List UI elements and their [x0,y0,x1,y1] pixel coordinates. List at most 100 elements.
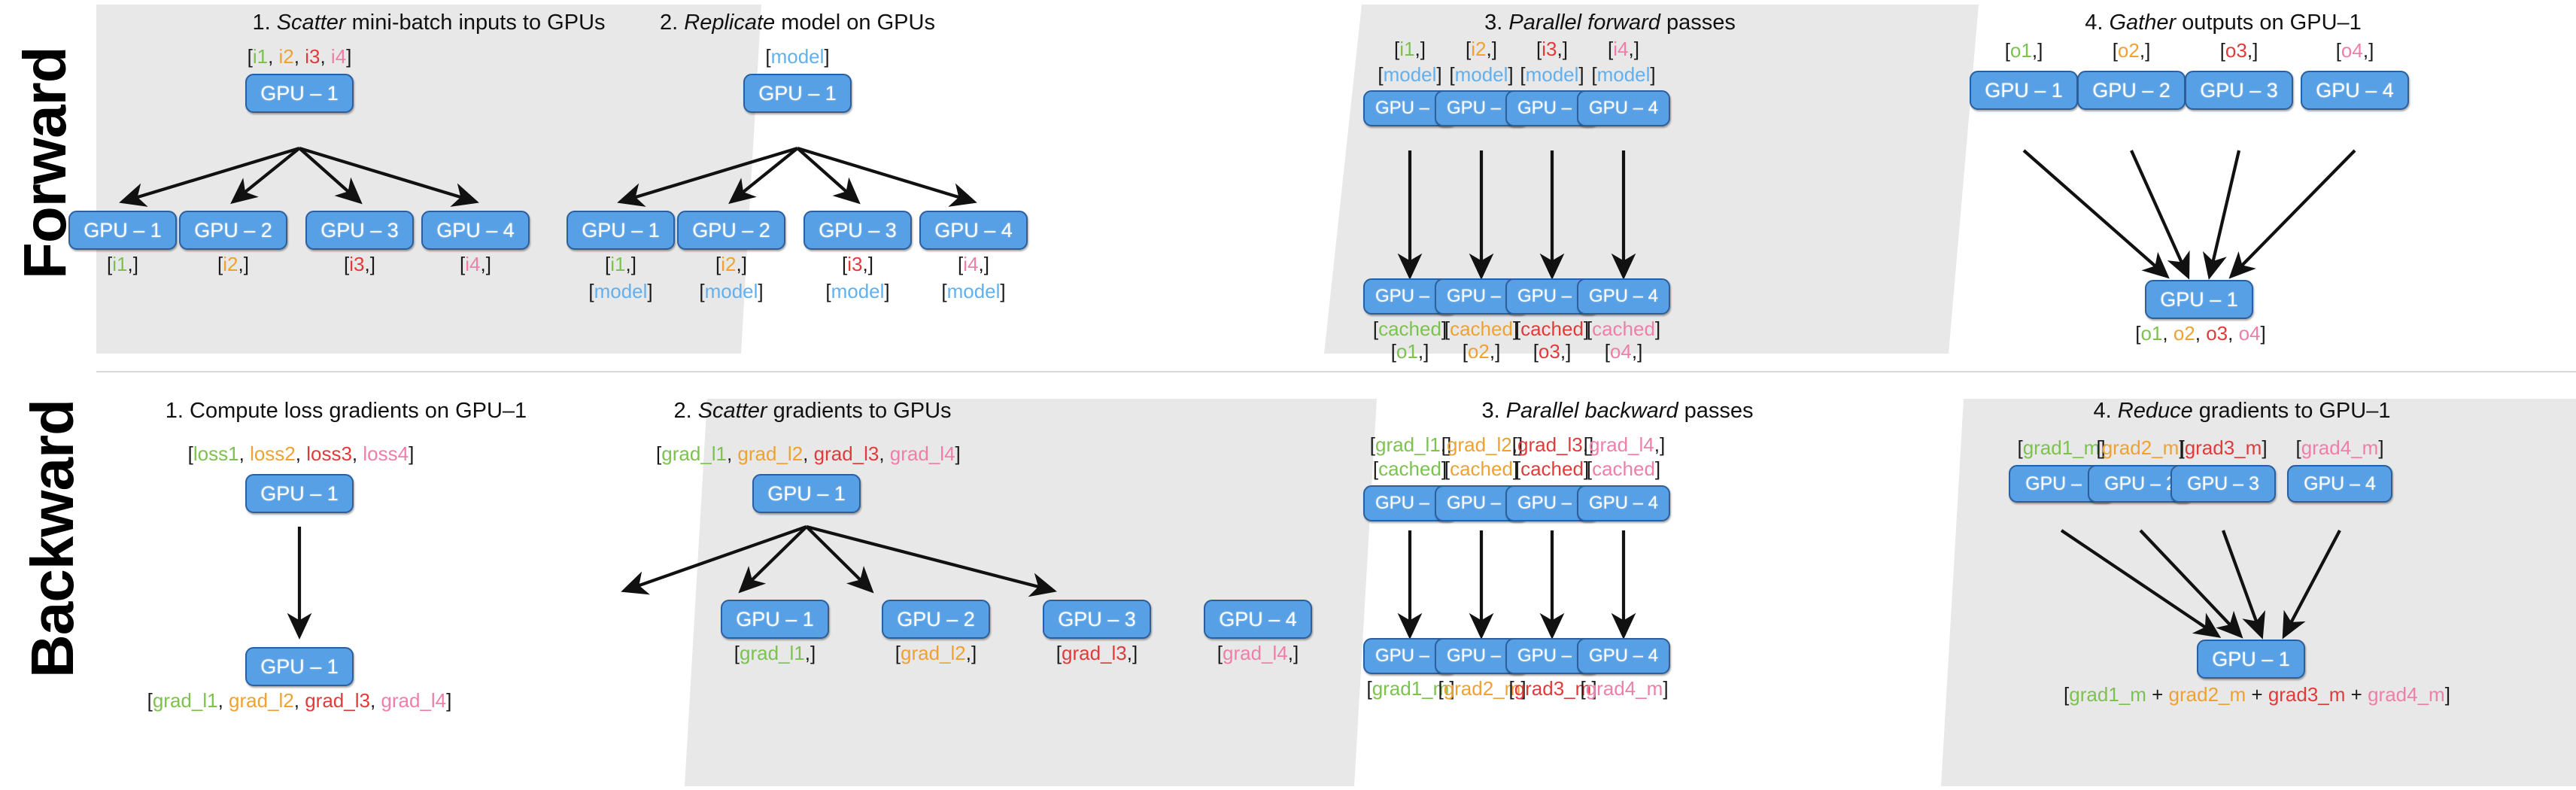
forward-panel-2-leaf-gpu-2[interactable]: GPU – 2 [677,211,785,250]
backward-panel-2-root-gpu[interactable]: GPU – 1 [752,474,861,513]
forward-panel-3-col-4-model-tag: [model] [1591,63,1656,86]
bwd2-edge-2 [738,525,808,594]
forward-panel-2-leaf-gpu-1[interactable]: GPU – 1 [567,211,675,250]
backward-panel-3-col-3-grad-tag: [grad_l3,] [1511,433,1594,456]
forward-panel-4-output-tag-3: [o3,] [2219,39,2259,62]
fwd4-edge-2 [2130,150,2190,280]
forward-panel-2-leaf-model-tag-1: [model] [588,280,653,302]
forward-panel-3-col-3-cached-tag: [cached] [1514,318,1590,340]
backward-panel-2-leaf-gpu-1[interactable]: GPU – 1 [721,600,829,639]
forward-panel-2-leaf-gpu-3[interactable]: GPU – 3 [803,211,912,250]
backward-panel-2-leaf-tag-4: [grad_l4,] [1217,642,1299,664]
forward-panel-2-root-gpu[interactable]: GPU – 1 [743,74,852,113]
backward-panel-3-col-4-grad-tag: [grad_l4,] [1583,433,1666,456]
forward-panel-4-output-tag-1: [o1,] [2004,39,2043,62]
backward-panel-4-title-rest: gradients to GPU–1 [2192,399,2391,423]
bwd4-edge-1 [2060,529,2222,638]
forward-panel-1-number: 1. [252,11,271,35]
forward-panel-4-top-gpu-3[interactable]: GPU – 3 [2185,71,2293,110]
forward-panel-3-col-1-input-tag: [i1,] [1394,38,1426,60]
backward-panel-3-col-1-gradm-tag: [grad1_m] [1366,677,1455,700]
forward-panel-1-leaf-gpu-3[interactable]: GPU – 3 [305,211,414,250]
backward-panel-4-number: 4. [2093,399,2112,423]
backward-panel-1-bottom-gpu[interactable]: GPU – 1 [245,647,354,686]
forward-panel-3-col-4-cached-tag: [cached] [1586,318,1661,340]
backward-panel-4-title-emphasis: Reduce [2117,399,2193,423]
forward-panel-3-title-emphasis: Parallel forward [1508,11,1660,35]
backward-panel-2-title-emphasis: Scatter [697,399,767,423]
forward-panel-3-bottom-gpu-4[interactable]: GPU – 4 [1577,278,1670,314]
forward-panel-1-leaf-tag-1: [i1,] [107,253,138,275]
forward-panel-2-leaf-input-tag-3: [i3,] [842,253,873,275]
backward-panel-4-gradm-tag-2: [grad2_m] [2096,436,2185,459]
row-label-forward: Forward [11,47,78,279]
forward-panel-4-gathered-tag: [o1, o2, o3, o4] [2135,322,2266,345]
forward-panel-3-col-2-cached-tag: [cached] [1444,318,1519,340]
forward-panel-2-model-tag: [model] [765,45,830,68]
forward-panel-1-leaf-gpu-4[interactable]: GPU – 4 [421,211,530,250]
forward-panel-3-col-4-input-tag: [i4,] [1608,38,1639,60]
backward-panel-1-number: 1. [165,399,184,423]
backward-panel-2-leaf-gpu-4[interactable]: GPU – 4 [1204,600,1312,639]
bwd2-edge-4 [806,524,1057,597]
forward-panel-2-number: 2. [660,11,679,35]
forward-panel-4-top-gpu-1[interactable]: GPU – 1 [1970,71,2078,110]
forward-panel-1-title: 1. Scatter mini-batch inputs to GPUs [105,11,752,35]
backward-panel-3-col-3-gradm-tag: [grad3_m] [1508,677,1597,700]
backward-panel-4-root-gpu[interactable]: GPU – 1 [2197,640,2305,679]
forward-panel-2-title-emphasis: Replicate [684,11,776,35]
backward-panel-4-gradm-tag-4: [grad4_m] [2295,436,2384,459]
forward-panel-3-col-2-input-tag: [i2,] [1466,38,1497,60]
backward-panel-3-col-3-cached-tag: [cached] [1514,457,1590,480]
bwd2-edge-3 [805,525,874,594]
forward-panel-1-leaf-tag-2: [i2,] [217,253,249,275]
forward-panel-1-input-tag: [i1, i2, i3, i4] [247,45,352,68]
forward-panel-4-top-gpu-4[interactable]: GPU – 4 [2301,71,2409,110]
forward-panel-3-col-2-model-tag: [model] [1449,63,1514,86]
forward-panel-4-top-gpu-2[interactable]: GPU – 2 [2077,71,2186,110]
fwd2-edge-1 [617,146,798,207]
forward-panel-2-leaf-gpu-4[interactable]: GPU – 4 [919,211,1028,250]
backward-panel-3-top-gpu-4[interactable]: GPU – 4 [1577,485,1670,521]
backward-panel-2-leaf-tag-1: [grad_l1,] [734,642,816,664]
backward-panel-4-top-gpu-4[interactable]: GPU – 4 [2287,465,2392,503]
bwd4-edge-4 [2282,530,2341,640]
backward-panel-4-gradm-tag-3: [grad3_m] [2179,436,2268,459]
forward-panel-4-root-gpu[interactable]: GPU – 1 [2145,280,2253,319]
forward-panel-2-leaf-input-tag-1: [i1,] [605,253,636,275]
backward-panel-1-grad-tag: [grad_l1, grad_l2, grad_l3, grad_l4] [147,689,452,712]
forward-panel-3-col-3-input-tag: [i3,] [1536,38,1568,60]
forward-panel-1-leaf-gpu-2[interactable]: GPU – 2 [179,211,287,250]
bwd2-edge-1 [621,525,807,595]
backward-panel-1-root-gpu[interactable]: GPU – 1 [245,474,354,513]
forward-panel-3-col-2-output-tag: [o2,] [1462,340,1501,363]
backward-panel-3-col-2-cached-tag: [cached] [1444,457,1519,480]
backward-panel-3-col-2-gradm-tag: [grad2_m] [1438,677,1526,700]
backward-panel-2-number: 2. [673,399,692,423]
forward-panel-2-leaf-input-tag-2: [i2,] [715,253,747,275]
forward-panel-3-top-gpu-4[interactable]: GPU – 4 [1577,90,1670,126]
fwd1-edge-1 [119,146,300,207]
forward-panel-2-title-rest: model on GPUs [775,11,935,35]
backward-panel-1-title: 1. Compute loss gradients on GPU–1 [83,399,609,424]
forward-panel-3-title-rest: passes [1660,11,1736,35]
fwd4-edge-1 [2022,149,2170,279]
fwd2-edge-2 [728,147,799,205]
forward-panel-1-title-rest: mini-batch inputs to GPUs [345,11,606,35]
forward-panel-1-leaf-gpu-1[interactable]: GPU – 1 [68,211,177,250]
backward-panel-4-reduced-tag: [grad1_m + grad2_m + grad3_m + grad4_m] [2064,683,2450,706]
backward-panel-4-top-gpu-3[interactable]: GPU – 3 [2170,465,2276,503]
backward-panel-3-bottom-gpu-4[interactable]: GPU – 4 [1577,638,1670,674]
forward-panel-2-title: 2. Replicate model on GPUs [594,11,1001,35]
forward-panel-1-root-gpu[interactable]: GPU – 1 [245,74,354,113]
forward-panel-4-title-rest: outputs on GPU–1 [2176,11,2362,35]
backward-panel-2-leaf-gpu-3[interactable]: GPU – 3 [1043,600,1151,639]
backward-panel-2-leaf-gpu-2[interactable]: GPU – 2 [882,600,990,639]
backward-panel-4-title: 4. Reduce gradients to GPU–1 [1956,399,2528,424]
backward-panel-1-loss-tag: [loss1, loss2, loss3, loss4] [187,442,415,465]
fwd2-edge-4 [797,146,977,207]
backward-panel-2-title: 2. Scatter gradients to GPUs [602,399,1023,424]
fwd1-edge-4 [299,146,479,207]
